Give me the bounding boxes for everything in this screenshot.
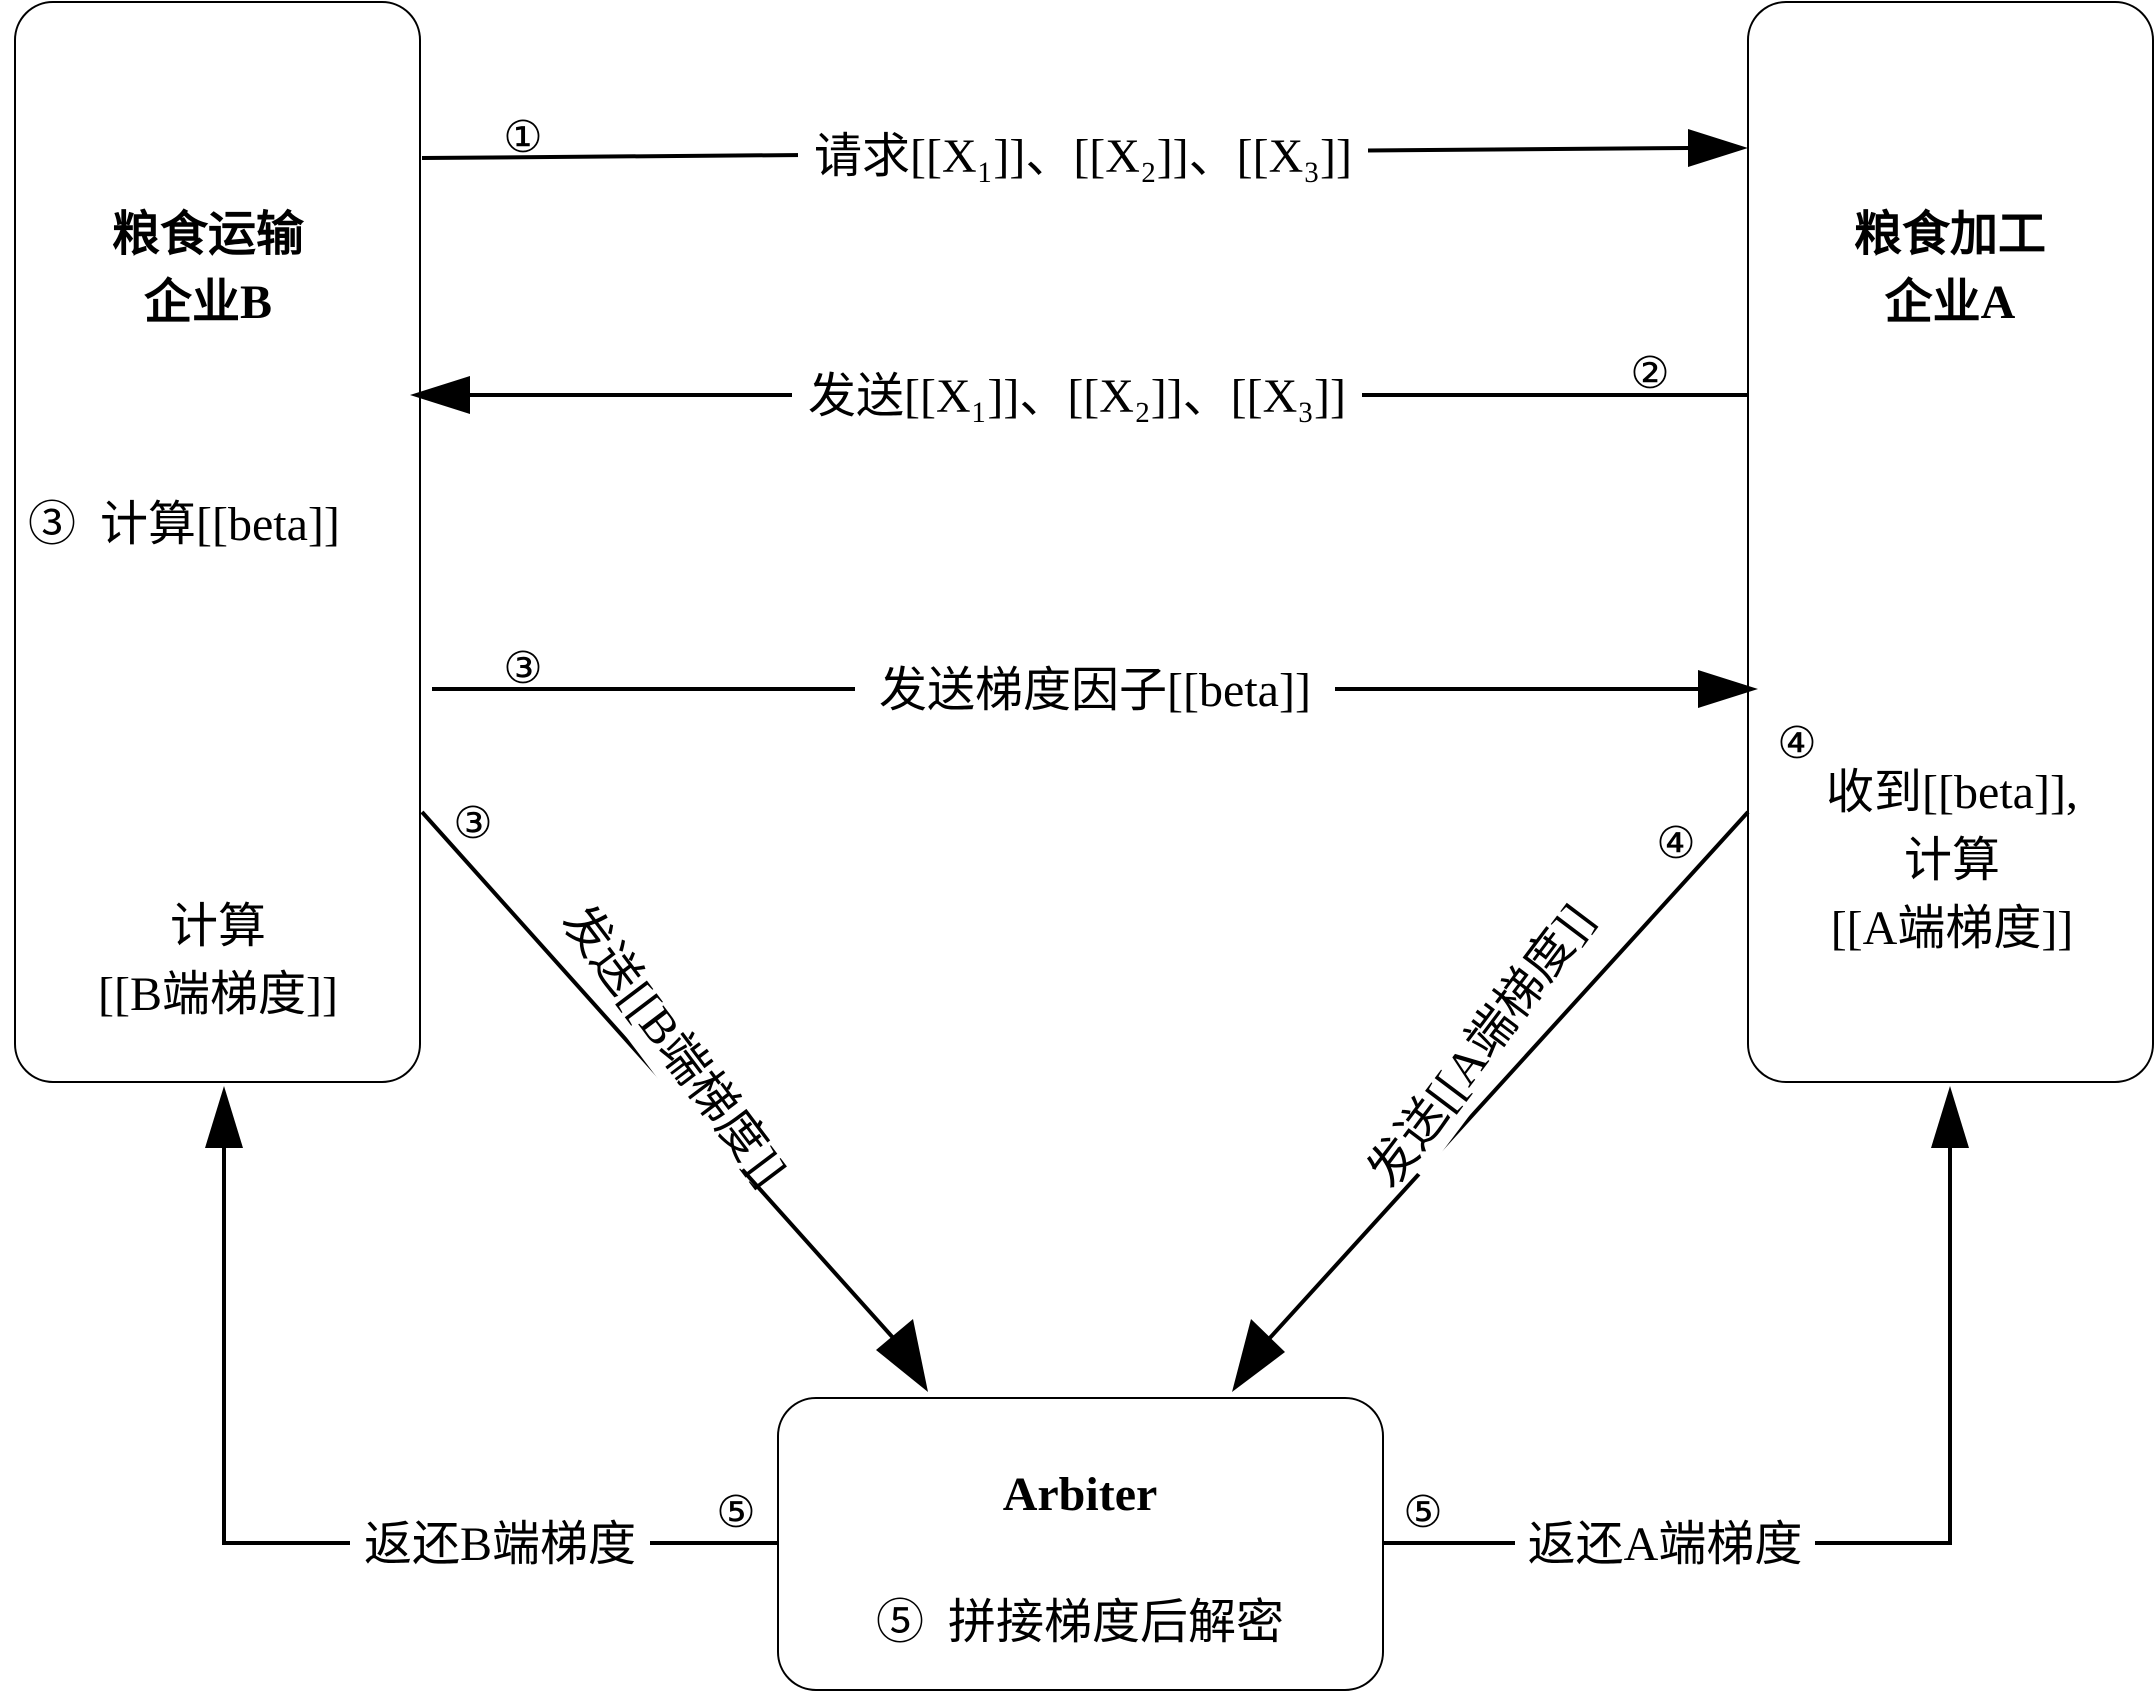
node-b-compute-line1: 计算 — [170, 900, 266, 953]
edge-6-label: 返还B端梯度 — [364, 1518, 636, 1571]
edge-3-arrowhead — [1698, 670, 1758, 708]
edge-3-step-number: ③ — [503, 644, 542, 693]
edge-4-step-number: ③ — [453, 799, 492, 848]
edge-1-label: 请求[[X₁]]、[[X₂]]、[[X₃]] — [814, 130, 1352, 183]
node-a-compute-line: 计算 — [1904, 834, 2000, 887]
edge-4-label: 发送[[B端梯度]] — [552, 896, 797, 1196]
node-b-title-line1: 粮食运输 — [112, 208, 305, 261]
node-a-title-line1: 粮食加工 — [1854, 208, 2046, 261]
edge-2-arrowhead — [410, 376, 470, 414]
edge-2-step-number: ② — [1630, 349, 1669, 398]
node-a-title-line2: 企业A — [1885, 276, 2016, 329]
node-b-step3-compute-beta: ③ 计算[[beta]] — [28, 498, 340, 551]
node-arbiter-title: Arbiter — [1003, 1468, 1158, 1521]
edge-5-line — [1266, 810, 1750, 1342]
edge-4-line — [420, 810, 897, 1342]
edge-7-arrowhead — [1931, 1086, 1969, 1148]
edge-6-arrowhead — [205, 1086, 243, 1148]
edge-3-label: 发送梯度因子[[beta]] — [879, 664, 1311, 717]
edge-4-arrowhead — [876, 1319, 928, 1392]
node-a-receive-line: 收到[[beta]], — [1826, 766, 2078, 819]
node-a-gradient-line: [[A端梯度]] — [1831, 902, 2074, 955]
edge-5-arrowhead — [1232, 1319, 1285, 1392]
edge-1-arrowhead — [1688, 129, 1748, 167]
edge-6-line — [222, 1148, 778, 1545]
node-b-title-line2: 企业B — [144, 276, 272, 329]
edge-1-step-number: ① — [503, 113, 542, 162]
edge-7-label: 返还A端梯度 — [1528, 1518, 1803, 1571]
edge-7-step-number: ⑤ — [1403, 1488, 1442, 1537]
edge-5-label: 发送[[A端梯度]] — [1358, 895, 1604, 1197]
node-b-box — [14, 1, 421, 1083]
node-a-box — [1747, 1, 2154, 1083]
node-a-step4-number: ④ — [1777, 719, 1816, 768]
edge-2-label: 发送[[X₁]]、[[X₂]]、[[X₃]] — [808, 370, 1346, 423]
edge-5-step-number: ④ — [1656, 819, 1695, 868]
node-b-compute-line2: [[B端梯度]] — [98, 968, 338, 1021]
node-arbiter-desc: ⑤ 拼接梯度后解密 — [876, 1596, 1284, 1649]
edge-7-line — [1383, 1148, 1952, 1545]
edge-6-step-number: ⑤ — [716, 1488, 755, 1537]
